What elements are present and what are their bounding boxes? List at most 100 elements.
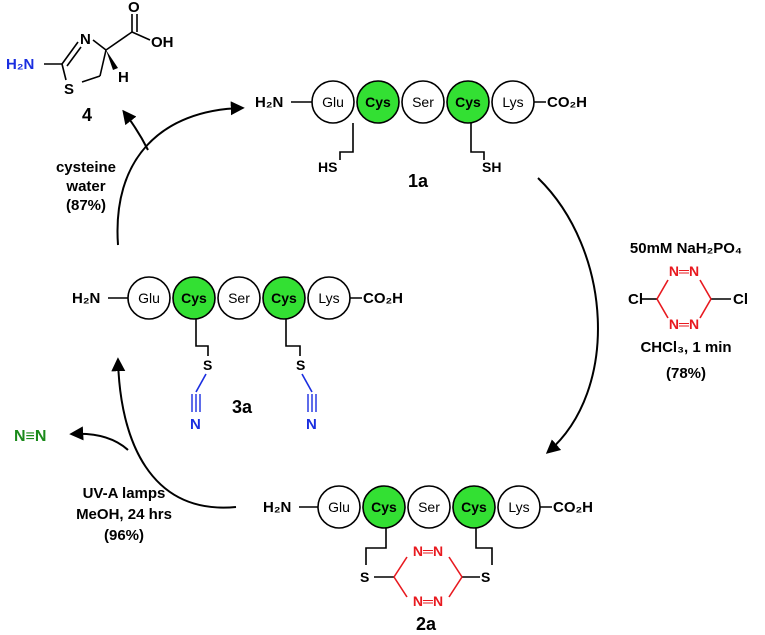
cys-side-chain-right [470, 123, 485, 160]
residue-lys-bead [497, 485, 541, 529]
c-terminus-label: CO₂H [547, 94, 587, 111]
arrow-2a-to-3a [111, 357, 237, 509]
tetrazine-bond-bottom: N═N [413, 593, 443, 609]
wedge-bond [106, 50, 118, 70]
sulfur-label-right: S [481, 569, 490, 585]
c-terminus-label: CO₂H [553, 499, 593, 516]
residue-cys-label: Cys [365, 94, 391, 110]
residue-lys-bead [307, 276, 351, 320]
arrow-1a-to-2a [537, 177, 599, 454]
arrow-release-4 [122, 109, 149, 151]
reagent-chlorine-left: Cl [628, 291, 643, 308]
hydroxyl-label: OH [151, 34, 174, 51]
nitrile-nitrogen-left: N [190, 416, 201, 433]
reagent-dichlorotetrazine-ring [641, 279, 731, 319]
tetrazine-bond-top: N═N [413, 543, 443, 559]
arrow-n2-release [69, 426, 129, 451]
residue-ser-label: Ser [412, 94, 434, 110]
compound-3a: H₂N CO₂H S N S N 3a [72, 290, 403, 433]
ring-bond [656, 298, 669, 319]
compound-1a: H₂N CO₂H HS SH 1a [255, 94, 587, 191]
ring-bond [656, 279, 669, 300]
yield-step3: (87%) [66, 197, 106, 214]
compound-2a: H₂N CO₂H S S N═N N═N 2a [263, 499, 593, 634]
residue-ser-bead [217, 276, 261, 320]
bond [301, 373, 313, 393]
residue-lys-label: Lys [318, 290, 339, 306]
residue-lys-label: Lys [502, 94, 523, 110]
conditions-step2: UV-A lamps MeOH, 24 hrs (96%) [76, 485, 172, 544]
ring-bond [393, 556, 408, 578]
cys-side-chain-right [285, 319, 301, 356]
conditions-step3: cysteine water (87%) [56, 159, 116, 214]
residue-ser-label: Ser [228, 290, 250, 306]
nitrogen-gas-label: N≡N [14, 428, 46, 445]
bond [81, 75, 101, 83]
residue-ser-bead [407, 485, 451, 529]
n-terminus-label: H₂N [72, 290, 100, 307]
residue-glu-bead [127, 276, 171, 320]
residue-ser-bead [401, 80, 445, 124]
stereo-hydrogen-label: H [118, 69, 129, 86]
carbonyl-oxygen-label: O [128, 0, 140, 16]
ring-bond [699, 298, 712, 319]
uv-lamp-label: UV-A lamps [83, 485, 166, 502]
ring-bond [448, 576, 463, 598]
bond [131, 31, 151, 41]
residue-cys-bead [262, 276, 306, 320]
bond [61, 41, 79, 65]
residue-cys-bead [172, 276, 216, 320]
cys-side-chain-left [365, 528, 387, 565]
sulfur-label-right: S [296, 357, 305, 373]
residue-lys-bead [491, 80, 535, 124]
buffer-label: 50mM NaH₂PO₄ [630, 240, 742, 257]
residue-glu-label: Glu [322, 94, 344, 110]
reagent-ring-bond-bottom: N═N [669, 316, 699, 332]
cys-side-chain-left [339, 123, 354, 160]
solvent-water: water [65, 178, 105, 195]
sulfur-label-left: S [203, 357, 212, 373]
n-terminus-label: H₂N [263, 499, 291, 516]
ring-bond [393, 576, 408, 598]
nitrile-nitrogen-right: N [306, 416, 317, 433]
ring-nitrogen-label: N [80, 31, 91, 48]
ring-bond [699, 279, 712, 300]
cys-side-chain-left [195, 319, 209, 356]
conditions-step1: 50mM NaH₂PO₄ Cl Cl N═N N═N CHCl₃, 1 min … [628, 240, 748, 382]
conditions-solvent-time: CHCl₃, 1 min [640, 339, 731, 356]
bond [195, 373, 207, 393]
thiol-left-label: HS [318, 159, 337, 175]
sulfur-label-4: S [64, 81, 74, 98]
yield-step2: (96%) [104, 527, 144, 544]
ring-bond [448, 556, 463, 578]
reagent-ring-bond-top: N═N [669, 263, 699, 279]
residue-cys-label: Cys [271, 290, 297, 306]
residue-glu-bead [311, 80, 355, 124]
cys-side-chain-right [475, 528, 493, 565]
compound-number-4: 4 [82, 105, 92, 125]
residue-ser-label: Ser [418, 499, 440, 515]
residue-cys-bead [452, 485, 496, 529]
c-terminus-label: CO₂H [363, 290, 403, 307]
residue-cys-label: Cys [455, 94, 481, 110]
arrow-3a-to-1a [116, 101, 245, 246]
bond [66, 46, 82, 67]
yield-step1: (78%) [666, 365, 706, 382]
sulfur-label-left: S [360, 569, 369, 585]
residue-cys-bead [356, 80, 400, 124]
thiol-right-label: SH [482, 159, 501, 175]
residue-cys-label: Cys [461, 499, 487, 515]
residue-lys-label: Lys [508, 499, 529, 515]
compound-number-2a: 2a [416, 614, 437, 634]
compound-number-1a: 1a [408, 171, 429, 191]
residue-glu-label: Glu [138, 290, 160, 306]
compound-4: H₂N N S O OH H 4 [6, 0, 174, 125]
bond [92, 39, 107, 51]
solvent-time-label: MeOH, 24 hrs [76, 506, 172, 523]
bond [105, 31, 133, 51]
bond [99, 49, 107, 77]
residue-glu-bead [317, 485, 361, 529]
